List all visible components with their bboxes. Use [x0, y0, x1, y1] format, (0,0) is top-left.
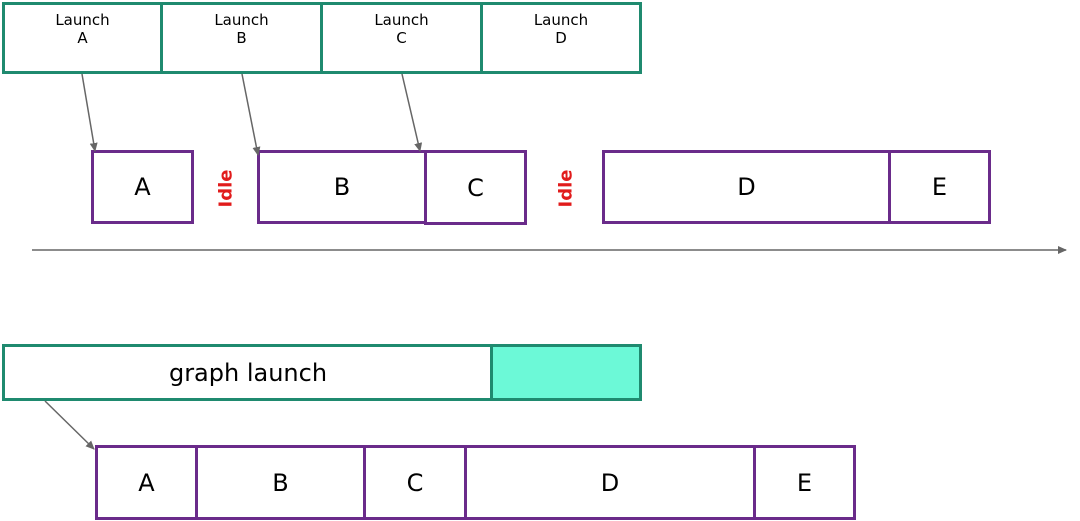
- launch-box-a: Launch A: [2, 2, 163, 74]
- graph-launch-box: graph launch: [2, 344, 494, 401]
- launch-box-d: Launch D: [480, 2, 642, 74]
- launch-box-b: Launch B: [160, 2, 323, 74]
- launch-arrow-b: [241, 73, 261, 156]
- launch-kernel-name: B: [236, 29, 247, 47]
- graph-launch-arrow: [44, 400, 95, 450]
- launch-kernel-name: C: [396, 29, 407, 47]
- graph-kernel-c: C: [363, 445, 467, 520]
- graph-kernel-b: B: [195, 445, 366, 520]
- graph-launch-tail: [490, 344, 642, 401]
- kernel-box-c: C: [424, 150, 527, 225]
- graph-kernel-e: E: [753, 445, 856, 520]
- launch-label: Launch: [55, 11, 110, 29]
- kernel-box-e: E: [888, 150, 991, 224]
- graph-kernel-a: A: [95, 445, 198, 520]
- graph-kernel-d: D: [464, 445, 756, 520]
- launch-label: Launch: [214, 11, 269, 29]
- launch-kernel-name: A: [77, 29, 88, 47]
- launch-kernel-name: D: [555, 29, 567, 47]
- launch-label: Launch: [533, 11, 589, 29]
- launch-box-c: Launch C: [320, 2, 483, 74]
- launch-arrow-c: [401, 73, 423, 152]
- launch-label: Launch: [374, 11, 429, 29]
- kernel-box-a: A: [91, 150, 194, 224]
- launch-arrow-a: [81, 73, 98, 152]
